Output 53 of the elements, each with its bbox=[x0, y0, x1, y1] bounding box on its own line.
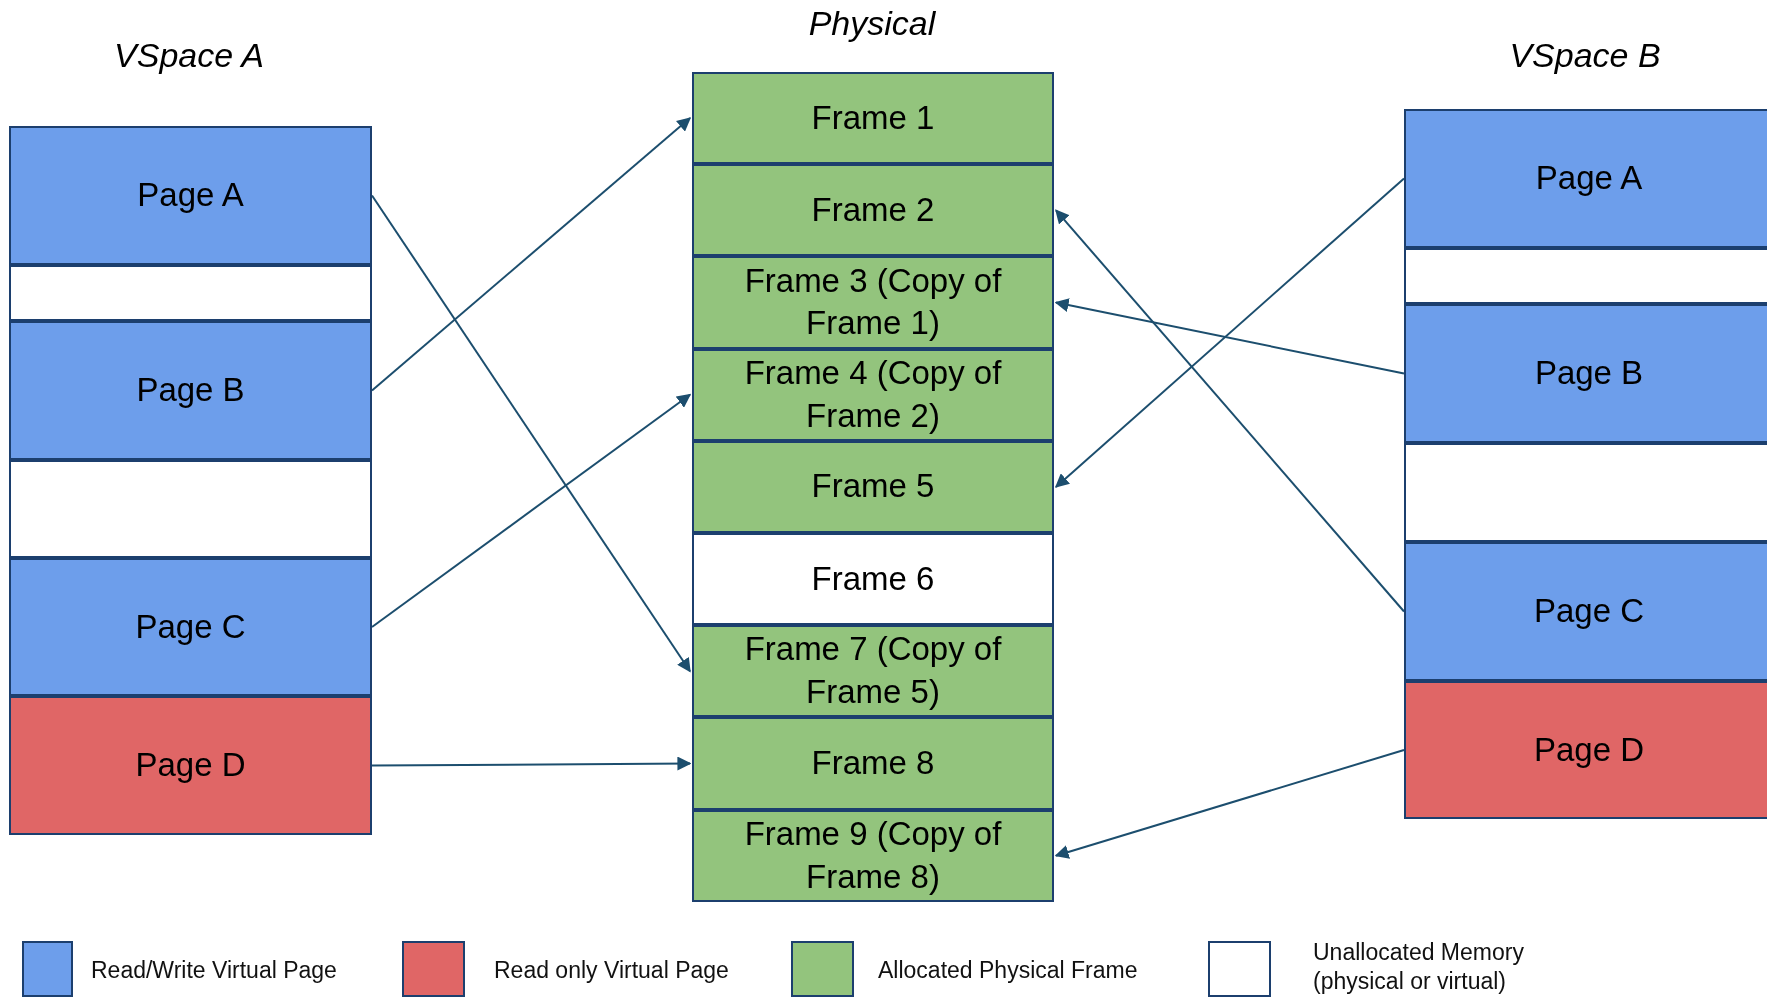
arrow bbox=[1055, 209, 1405, 613]
page-box bbox=[1404, 109, 1767, 248]
page-label: Page B bbox=[1534, 353, 1644, 394]
frame-box bbox=[692, 72, 1054, 165]
frame-box bbox=[692, 533, 1054, 626]
page-label: Page A bbox=[1535, 158, 1643, 199]
frame-box bbox=[692, 625, 1054, 718]
page-box bbox=[9, 321, 372, 460]
page-label: Page C bbox=[135, 606, 246, 647]
page-label: Page B bbox=[136, 370, 245, 411]
frame-label: Frame 4 (Copy of Frame 2) bbox=[743, 352, 1003, 436]
frame-box bbox=[692, 348, 1054, 441]
page-box bbox=[1404, 681, 1767, 819]
frame-box bbox=[692, 717, 1054, 810]
frame-label: Frame 8 bbox=[811, 743, 935, 784]
empty-block bbox=[9, 265, 372, 321]
empty-block bbox=[1404, 248, 1767, 304]
column-title: VSpace A bbox=[114, 36, 264, 75]
frame-box bbox=[692, 256, 1054, 349]
arrow bbox=[1054, 177, 1405, 488]
page-box bbox=[9, 696, 372, 835]
arrow bbox=[1054, 749, 1405, 859]
frame-box bbox=[692, 809, 1054, 902]
frame-label: Frame 7 (Copy of Frame 5) bbox=[743, 629, 1003, 713]
frame-label: Frame 2 bbox=[811, 189, 935, 230]
empty-block bbox=[1404, 443, 1767, 542]
page-box bbox=[9, 558, 372, 696]
frame-box bbox=[692, 440, 1054, 533]
column-title: Physical bbox=[808, 4, 936, 43]
column-title: VSpace B bbox=[1509, 36, 1661, 75]
frame-label: Frame 5 bbox=[811, 466, 935, 507]
arrow bbox=[1054, 298, 1405, 375]
page-box bbox=[9, 126, 372, 265]
arrow bbox=[371, 393, 692, 628]
arrow bbox=[371, 117, 692, 392]
empty-block bbox=[9, 460, 372, 558]
frame-label: Frame 1 bbox=[811, 97, 935, 138]
page-label: Page A bbox=[137, 175, 244, 216]
legend-label: Read only Virtual Page bbox=[494, 956, 729, 985]
arrow bbox=[371, 194, 691, 673]
frame-label: Frame 9 (Copy of Frame 8) bbox=[743, 813, 1003, 897]
legend-label: Unallocated Memory (physical or virtual) bbox=[1313, 938, 1525, 996]
frame-label: Frame 6 bbox=[811, 558, 935, 599]
page-box bbox=[1404, 304, 1767, 443]
arrow bbox=[371, 756, 692, 771]
page-label: Page C bbox=[1533, 591, 1645, 632]
page-label: Page D bbox=[1533, 729, 1645, 770]
page-box bbox=[1404, 542, 1767, 681]
page-label: Page D bbox=[135, 745, 246, 786]
frame-label: Frame 3 (Copy of Frame 1) bbox=[743, 260, 1003, 344]
legend-label: Allocated Physical Frame bbox=[878, 956, 1138, 985]
frame-box bbox=[692, 164, 1054, 257]
legend-label: Read/Write Virtual Page bbox=[91, 956, 337, 985]
